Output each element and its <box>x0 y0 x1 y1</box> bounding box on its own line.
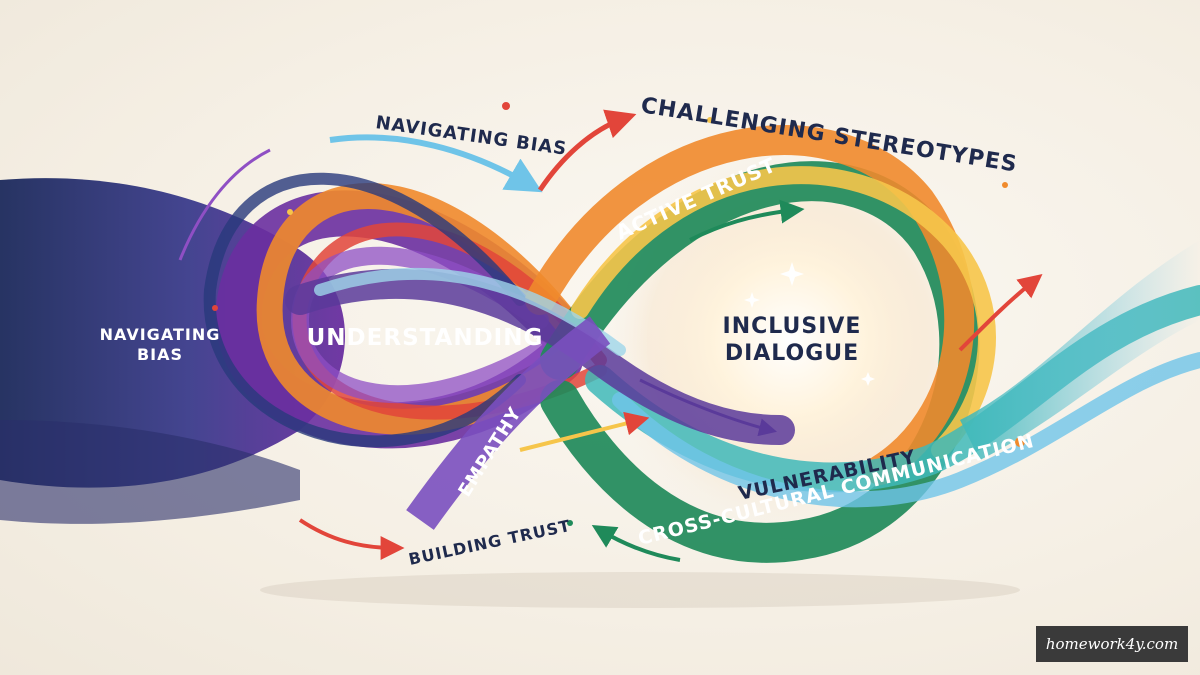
dot <box>212 305 218 311</box>
label-navigating-left-line2: BIAS <box>137 345 183 364</box>
arrow-center <box>639 378 777 437</box>
sparkle-icon <box>780 262 804 286</box>
ground-shadow <box>260 572 1020 608</box>
watermark-badge: homework4y.com <box>1036 626 1188 662</box>
dot <box>287 209 293 215</box>
sparkle-icon <box>744 292 760 308</box>
label-understanding: UNDERSTANDING <box>307 325 544 351</box>
arrow-empathy <box>519 411 650 452</box>
label-dialogue: DIALOGUE <box>725 341 859 366</box>
dot <box>1002 182 1008 188</box>
label-inclusive: INCLUSIVE <box>723 314 862 339</box>
dot <box>1015 437 1025 447</box>
arrow-top-left <box>329 134 543 193</box>
ribbon-empathy-band <box>406 316 611 530</box>
dot <box>567 520 573 526</box>
arrow-top-orange <box>537 109 637 192</box>
sparkle-icon <box>861 372 875 386</box>
label-navigating-bias-top: NAVIGATING BIAS <box>374 112 568 160</box>
arrow-right <box>958 274 1043 352</box>
label-navigating-left-line1: NAVIGATING <box>100 325 221 344</box>
arrow-active-trust <box>689 199 805 242</box>
arrow-left-curve <box>178 148 271 261</box>
ribbon-violet-left <box>290 246 549 404</box>
dot <box>707 117 713 123</box>
ribbon-blue-right <box>612 352 1200 508</box>
left-band-lower <box>0 420 300 524</box>
ribbon-orange-right <box>525 125 975 485</box>
ribbon-yellow-right <box>571 166 996 459</box>
dot <box>502 102 510 110</box>
arrow-bottom-center <box>591 525 681 562</box>
ribbon-navy-left <box>203 172 526 448</box>
ribbon-right-fade <box>960 240 1200 460</box>
arrow-bottom-left <box>298 518 405 560</box>
